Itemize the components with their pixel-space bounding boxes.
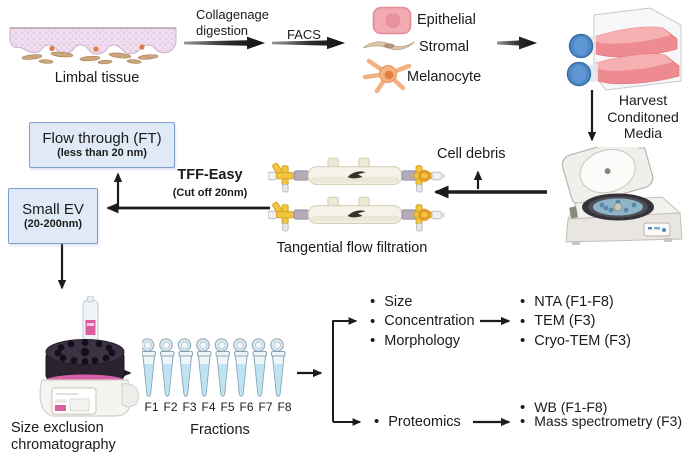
list-item: • Size bbox=[370, 292, 475, 312]
bullet-icon: • bbox=[520, 293, 526, 311]
fraction-id: F5 bbox=[220, 400, 235, 414]
method-label: Cryo-TEM (F3) bbox=[534, 332, 631, 349]
limbal-tissue-illustration bbox=[9, 27, 177, 65]
epithelial-label: Epithelial bbox=[417, 12, 476, 28]
bullet-icon: • bbox=[370, 332, 376, 350]
method-label: TEM (F3) bbox=[534, 313, 596, 330]
characterization-properties-list: • Size • Concentration • Morphology bbox=[370, 292, 475, 351]
stromal-cells-in-tissue bbox=[21, 51, 159, 65]
method-label: Mass spectrometry (F3) bbox=[534, 413, 683, 429]
arrow-cells-to-flask bbox=[497, 36, 537, 50]
fraction-id: F6 bbox=[239, 400, 254, 414]
melanocyte-cell-icon bbox=[362, 58, 412, 94]
bullet-icon: • bbox=[520, 332, 526, 350]
fraction-id: F3 bbox=[182, 400, 197, 414]
list-item: • TEM (F3) bbox=[520, 312, 631, 332]
proteomics-label: Proteomics bbox=[388, 413, 461, 430]
stromal-cell-icon bbox=[362, 41, 416, 51]
list-item: • WB (F1-F8) bbox=[520, 398, 682, 416]
tff-device-top bbox=[268, 157, 446, 193]
flow-through-title: Flow through (FT) bbox=[42, 130, 162, 147]
property-label: Morphology bbox=[384, 332, 461, 349]
epithelial-cell-icon bbox=[372, 6, 412, 35]
property-label: Size bbox=[384, 293, 413, 310]
tff-cutoff-label: (Cut off 20nm) bbox=[172, 187, 248, 199]
bullet-icon: • bbox=[374, 413, 380, 431]
proteomics-methods-list: • WB (F1-F8) • Mass spectrometry (F3) bbox=[520, 398, 683, 430]
characterization-methods-list: • NTA (F1-F8) • TEM (F3) • Cryo-TEM (F3) bbox=[520, 292, 631, 351]
fraction-id: F7 bbox=[258, 400, 273, 414]
fraction-id: F2 bbox=[163, 400, 178, 414]
harvest-media-label: Harvest Conditoned Media bbox=[607, 92, 679, 141]
proteomics-item: • Proteomics bbox=[374, 412, 461, 432]
tangential-flow-filtration-label: Tangential flow filtration bbox=[276, 240, 428, 256]
list-item: • Proteomics bbox=[374, 412, 461, 432]
arrow-facs bbox=[272, 36, 345, 50]
flow-through-box: Flow through (FT) (less than 20 nm) bbox=[29, 122, 175, 168]
bullet-icon: • bbox=[520, 312, 526, 330]
arrow-collagenage-digestion bbox=[184, 36, 265, 50]
sec-label: Size exclusion chromatography bbox=[11, 420, 116, 453]
centrifuge-panel bbox=[643, 222, 671, 237]
collagenage-digestion-label: Collagenage digestion bbox=[196, 7, 270, 38]
list-item: • NTA (F1-F8) bbox=[520, 292, 631, 312]
melanocytes-in-tissue bbox=[49, 44, 145, 52]
small-ev-subtitle: (20-200nm) bbox=[23, 218, 83, 230]
branch-to-characterization bbox=[332, 317, 358, 422]
method-label: NTA (F1-F8) bbox=[534, 293, 614, 310]
limbal-tissue-label: Limbal tissue bbox=[54, 70, 140, 86]
stromal-label: Stromal bbox=[419, 39, 469, 55]
fraction-id-labels: F1 F2 F3 F4 F5 F6 F7 F8 bbox=[142, 400, 294, 414]
fraction-tubes-illustration bbox=[142, 338, 286, 397]
property-label: Concentration bbox=[384, 313, 475, 330]
tissue-block bbox=[9, 27, 177, 55]
bullet-icon: • bbox=[520, 412, 526, 430]
melanocyte-label: Melanocyte bbox=[407, 69, 482, 85]
small-ev-box: Small EV (20-200nm) bbox=[8, 188, 98, 244]
facs-label: FACS bbox=[287, 27, 321, 42]
list-item: • Morphology bbox=[370, 331, 475, 351]
sec-device-illustration bbox=[39, 296, 139, 417]
centrifuge-lid bbox=[561, 147, 654, 206]
small-ev-title: Small EV bbox=[22, 201, 84, 218]
method-label: WB (F1-F8) bbox=[534, 399, 608, 415]
fraction-id: F1 bbox=[144, 400, 159, 414]
flow-through-subtitle: (less than 20 nm) bbox=[57, 147, 147, 159]
bullet-icon: • bbox=[520, 398, 526, 416]
list-item: • Concentration bbox=[370, 312, 475, 332]
culture-flasks-illustration bbox=[566, 7, 682, 91]
bullet-icon: • bbox=[370, 312, 376, 330]
fraction-id: F4 bbox=[201, 400, 216, 414]
list-item: • Mass spectrometry (F3) bbox=[520, 412, 683, 430]
fractions-label: Fractions bbox=[190, 422, 250, 438]
tff-easy-label: TFF-Easy bbox=[177, 167, 243, 183]
bullet-icon: • bbox=[370, 293, 376, 311]
centrifuge-illustration bbox=[561, 147, 683, 245]
tff-device-bottom bbox=[268, 196, 446, 233]
cell-debris-label: Cell debris bbox=[437, 146, 506, 162]
list-item: • Cryo-TEM (F3) bbox=[520, 331, 631, 351]
fraction-id: F8 bbox=[277, 400, 292, 414]
